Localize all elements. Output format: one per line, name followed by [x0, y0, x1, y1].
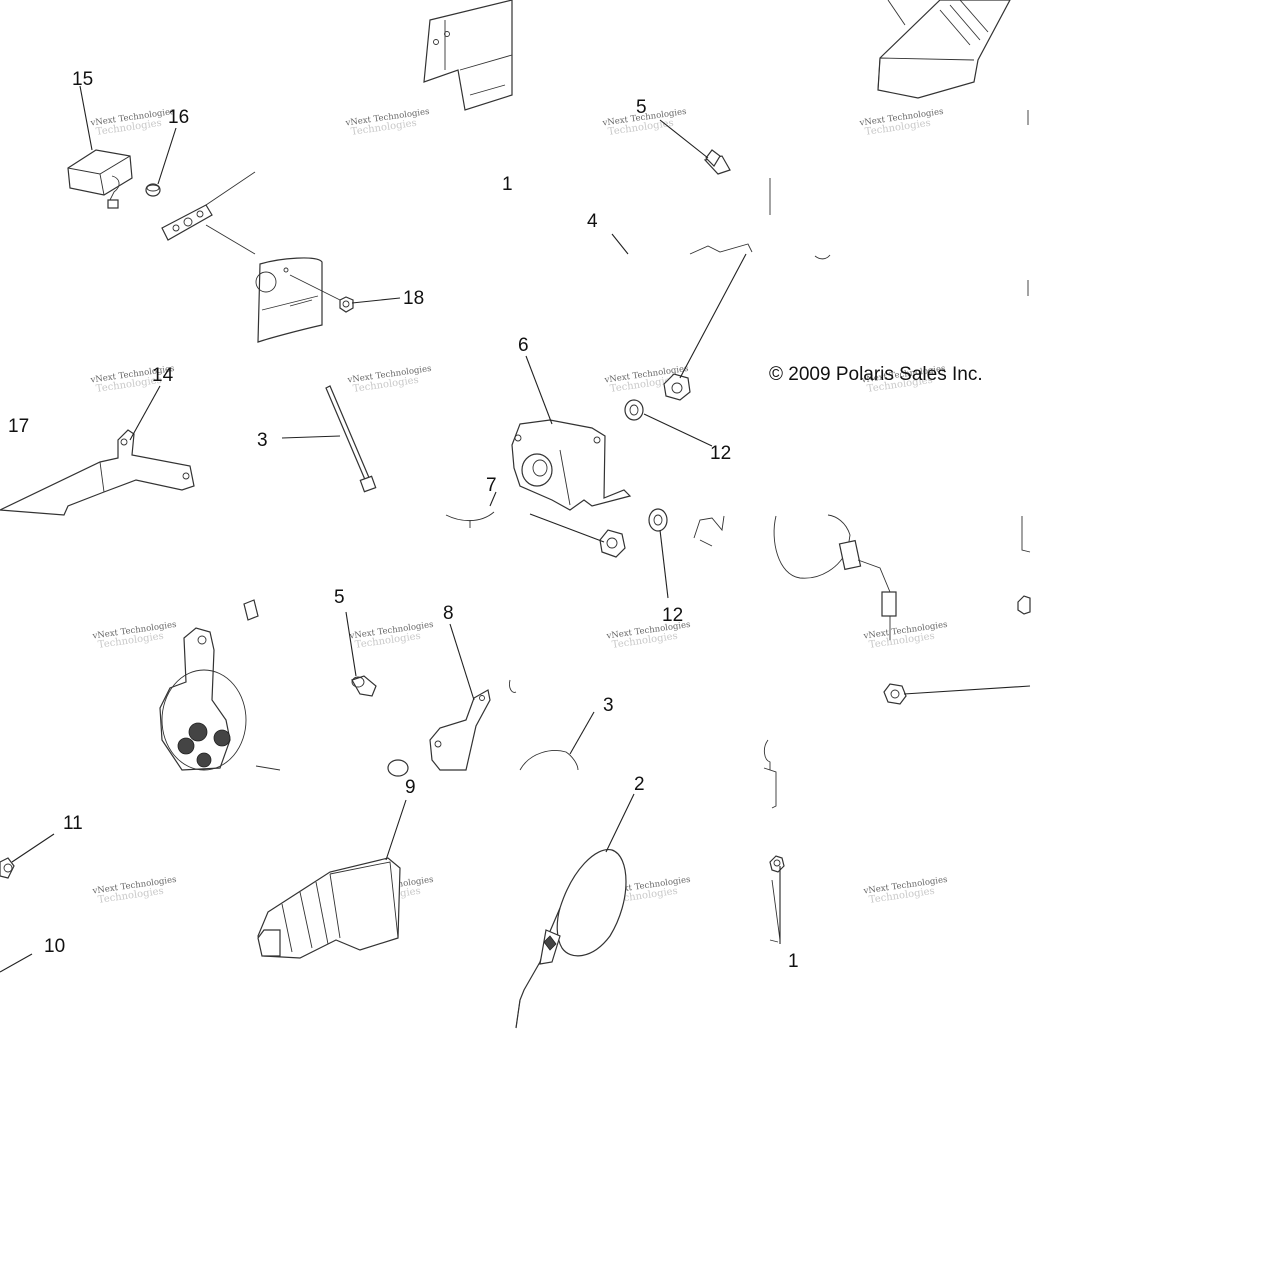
callout-15: 15: [72, 69, 93, 90]
cable-tie-3: [325, 385, 377, 493]
bracket-8: [387, 679, 517, 777]
rear-rack-bracket-top: [423, 0, 513, 111]
bracket-4-top: [689, 110, 1029, 296]
callout-12-a: 12: [710, 443, 731, 464]
callout-3-b: 3: [603, 695, 614, 716]
callout-1-top: 1: [502, 174, 513, 195]
callout-18: 18: [403, 288, 424, 309]
bolt-11: [0, 857, 15, 879]
mirror-right: [773, 514, 1031, 640]
callout-2: 2: [634, 774, 645, 795]
turn-signal-9: [257, 857, 401, 959]
callout-6: 6: [518, 335, 529, 356]
callout-14: 14: [152, 365, 174, 386]
bracket-1b: [769, 855, 785, 943]
rack-bracket-14: [0, 429, 195, 516]
copyright-notice: © 2009 Polaris Sales Inc.: [769, 364, 983, 385]
callout-10: 10: [44, 936, 65, 957]
callout-5-top: 5: [636, 97, 647, 118]
mount-bracket-6: [511, 419, 632, 511]
watermark: Technologies vNext Technologies: [89, 107, 175, 138]
callout-11: 11: [63, 813, 83, 834]
watermark: Technologies vNext Technologies: [344, 107, 430, 138]
horn-assembly: [159, 599, 281, 771]
watermark: Technologies vNext Technologies: [858, 107, 944, 138]
callout-5-mid: 5: [334, 587, 345, 608]
nut-7: [445, 511, 626, 558]
bolt-5-top: [703, 149, 731, 175]
callout-1-bottom: 1: [788, 951, 799, 972]
watermark: Technologies vNext Technologies: [91, 875, 177, 906]
callout-8: 8: [443, 603, 454, 624]
watermark: Technologies vNext Technologies: [346, 364, 432, 395]
callout-9: 9: [405, 777, 416, 798]
callout-4: 4: [587, 211, 598, 232]
license-light-assembly: [67, 149, 354, 343]
cable-tie-3b: [519, 750, 579, 771]
callout-7: 7: [486, 475, 497, 496]
watermark: Technologies vNext Technologies: [862, 875, 948, 906]
bolt-5-mid: [351, 675, 377, 697]
watermarks: Technologies vNext Technologies Technolo…: [89, 107, 948, 906]
nut-right-row3: [763, 683, 907, 809]
watermark: Technologies vNext Technologies: [348, 620, 434, 651]
nut-washer-12a: [624, 373, 691, 421]
watermark: Technologies vNext Technologies: [91, 620, 177, 651]
callout-12-b: 12: [662, 605, 683, 626]
mirror-2: [515, 849, 627, 1029]
turn-signal-top: [877, 0, 1011, 99]
leader-lines: [0, 85, 1031, 973]
callout-3-a: 3: [257, 430, 268, 451]
callout-17: 17: [8, 416, 29, 437]
callout-labels: 15 16 18 1 5 4 6 12 14 17 3 7 12 5 8 3 1…: [8, 69, 799, 972]
watermark: Technologies vNext Technologies: [862, 620, 948, 651]
callout-16: 16: [168, 107, 189, 128]
washer-12b: [648, 508, 725, 547]
